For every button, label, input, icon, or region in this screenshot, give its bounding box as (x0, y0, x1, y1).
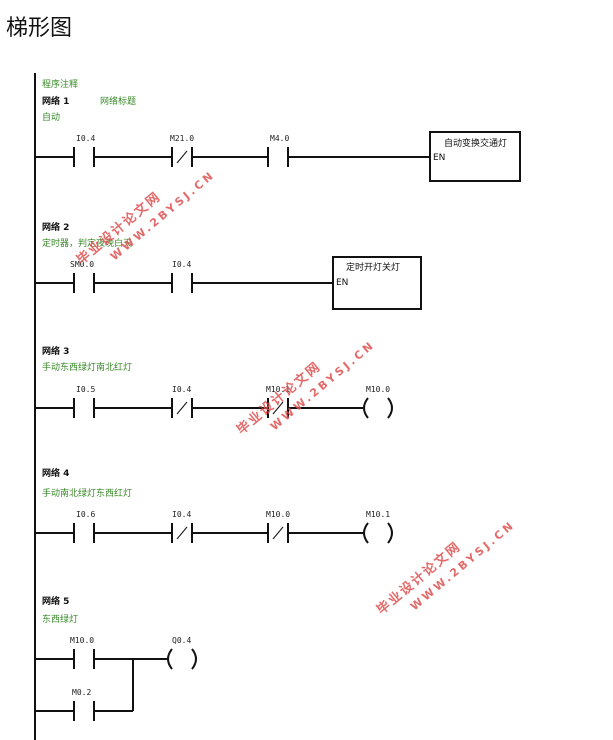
coil-address: M10.0 (366, 385, 390, 394)
coil-address: Q0.4 (172, 636, 191, 645)
contact-nc (267, 523, 289, 543)
network-2-label: 网络 2 (42, 221, 69, 233)
function-box-en: EN (433, 153, 445, 163)
network-1-title: 网络标题 (100, 95, 136, 107)
function-box (332, 256, 422, 310)
network-3-label: 网络 3 (42, 345, 69, 357)
program-comment: 程序注释 (42, 78, 78, 90)
network-1-rung: I0.4 M21.0 M4.0 自动变换交通灯 EN (35, 131, 521, 182)
contact-address: I0.5 (76, 385, 95, 394)
watermark: 毕业设计论文网 WWW.2BYSJ.CN (374, 518, 518, 618)
contact-address: I0.4 (172, 260, 191, 269)
contact-address: I0.4 (76, 134, 95, 143)
contact-address: M10.0 (266, 510, 290, 519)
network-1-comment: 自动 (42, 111, 60, 123)
network-2-comment: 定时器，判定夜晚白天 (42, 237, 132, 249)
contact-no (73, 649, 95, 669)
function-box-title: 自动变换交通灯 (444, 137, 507, 149)
network-5-rung: M10.0 Q0.4 M0.2 (35, 636, 197, 721)
contact-address: M4.0 (270, 134, 289, 143)
contact-address: M10.0 (70, 636, 94, 645)
contact-address: SM0.0 (70, 260, 94, 269)
network-1-label: 网络 1 (42, 95, 69, 107)
contact-address: I0.6 (76, 510, 95, 519)
contact-no (171, 273, 193, 293)
contact-no (73, 273, 95, 293)
contact-address: M10.1 (266, 385, 290, 394)
network-3-comment: 手动东西绿灯南北红灯 (42, 361, 132, 373)
coil-address: M10.1 (366, 510, 390, 519)
contact-nc (171, 398, 193, 418)
network-4-rung: I0.6 I0.4 M10.0 M10.1 (35, 510, 393, 544)
function-box-en: EN (336, 278, 348, 288)
coil (363, 397, 393, 419)
watermark: 毕业设计论文网 WWW.2BYSJ.CN (74, 168, 218, 268)
network-4-comment: 手动南北绿灯东西红灯 (42, 487, 132, 499)
network-2-rung: SM0.0 I0.4 定时开灯关灯 EN (35, 256, 422, 310)
network-4-label: 网络 4 (42, 467, 69, 479)
contact-address: M0.2 (72, 688, 91, 697)
coil (363, 522, 393, 544)
contact-no (73, 701, 95, 721)
watermark: 毕业设计论文网 WWW.2BYSJ.CN (234, 338, 378, 438)
function-box-title: 定时开灯关灯 (346, 261, 400, 273)
coil (167, 648, 197, 670)
network-3-rung: I0.5 I0.4 M10.1 M10.0 (35, 385, 393, 419)
contact-no (267, 147, 289, 167)
contact-nc (171, 147, 193, 167)
contact-nc (171, 523, 193, 543)
contact-address: I0.4 (172, 510, 191, 519)
function-box (429, 131, 521, 182)
contact-no (73, 398, 95, 418)
contact-address: M21.0 (170, 134, 194, 143)
network-5-comment: 东西绿灯 (42, 613, 78, 625)
page-heading: 梯形图 (6, 16, 73, 41)
contact-no (73, 523, 95, 543)
contact-address: I0.4 (172, 385, 191, 394)
contact-no (73, 147, 95, 167)
network-5-label: 网络 5 (42, 595, 69, 607)
